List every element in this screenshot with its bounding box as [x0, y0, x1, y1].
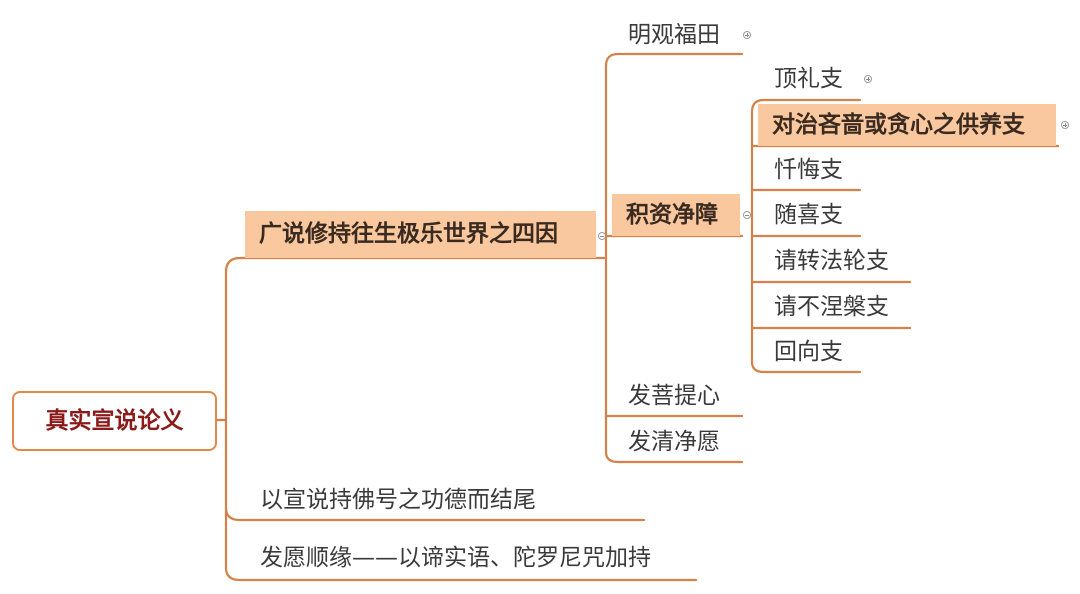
limb-turning-wheel[interactable]: 请转法轮支 — [774, 248, 889, 274]
connector-four-causes-pure-vow — [604, 414, 744, 464]
limb-rejoicing[interactable]: 随喜支 — [774, 202, 843, 228]
limb-not-nirvana[interactable]: 请不涅槃支 — [774, 294, 889, 320]
connector-limb-dedication — [750, 234, 862, 374]
expand-icon[interactable] — [864, 75, 872, 83]
cause-bodhicitta[interactable]: 发菩提心 — [628, 383, 720, 409]
cause-visualize-field[interactable]: 明观福田 — [628, 22, 720, 48]
limb-confession[interactable]: 忏悔支 — [774, 157, 843, 183]
collapse-icon[interactable] — [598, 232, 606, 240]
branch-vow-conditions[interactable]: 发愿顺缘——以谛实语、陀罗尼咒加持 — [260, 545, 651, 571]
expand-icon[interactable] — [743, 31, 751, 39]
expand-icon[interactable] — [1061, 121, 1069, 129]
cause-pure-vow[interactable]: 发清净愿 — [628, 429, 720, 455]
branch-closing[interactable]: 以宣说持佛号之功德而结尾 — [260, 487, 536, 513]
branch-four-causes[interactable]: 广说修持往生极乐世界之四因 — [245, 211, 596, 258]
connector-root-four-causes — [224, 256, 606, 422]
limb-dedication[interactable]: 回向支 — [774, 339, 843, 365]
collapse-icon[interactable] — [743, 211, 751, 219]
root-node[interactable]: 真实宣说论义 — [12, 391, 217, 451]
limb-prostration[interactable]: 顶礼支 — [774, 66, 843, 92]
cause-accumulate-purify[interactable]: 积资净障 — [612, 194, 740, 236]
connector-root-vow — [224, 506, 698, 582]
connector-four-causes-visualize — [604, 52, 744, 260]
limb-offering[interactable]: 对治吝啬或贪心之供养支 — [758, 104, 1056, 146]
connector-limb-prostration — [750, 98, 862, 238]
